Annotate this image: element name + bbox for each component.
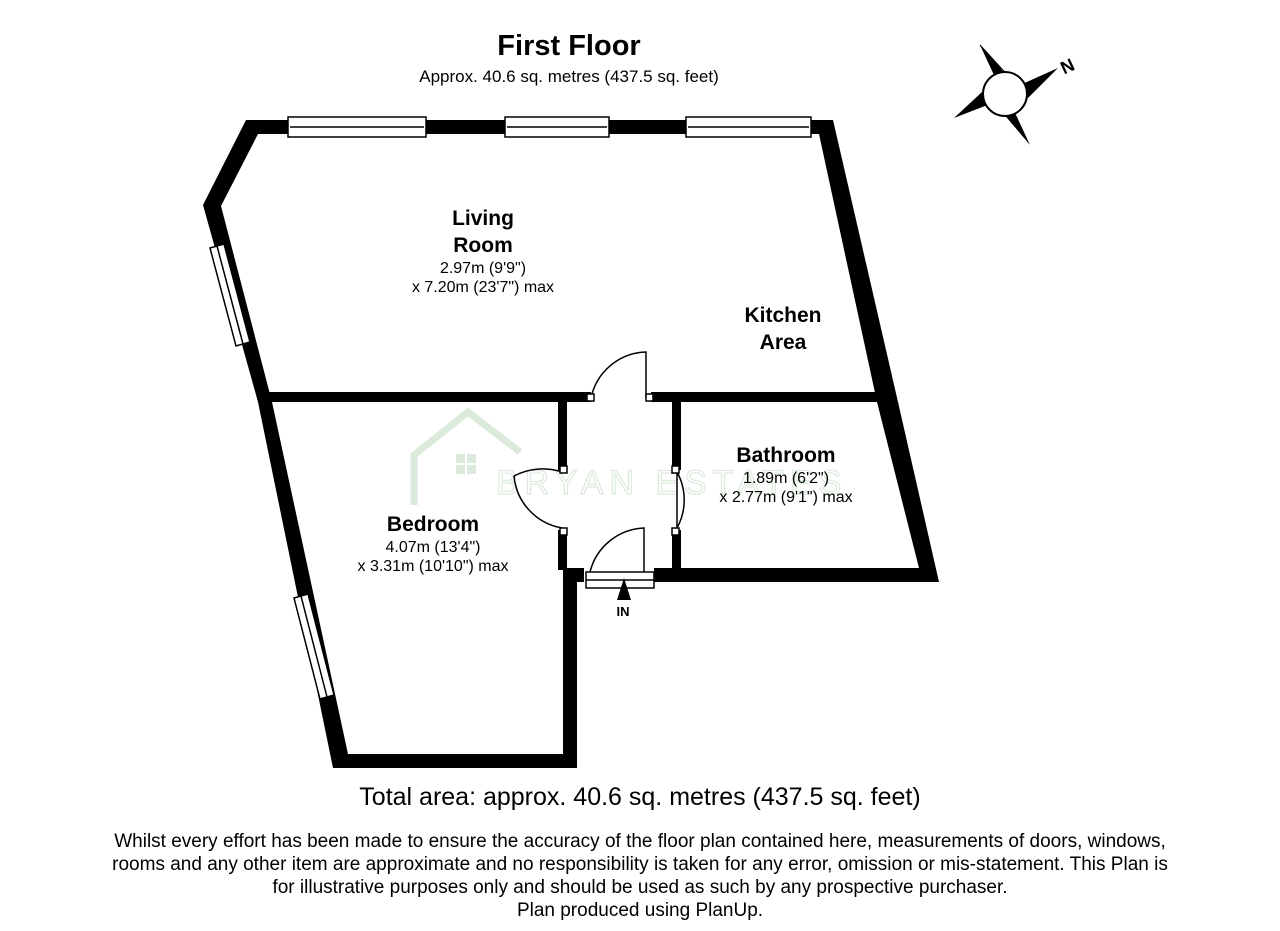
disclaimer-line-4: Plan produced using PlanUp. xyxy=(516,900,764,921)
kitchen-label: Kitchen Area xyxy=(744,302,821,356)
bedroom-dim-1: 4.07m (13'4") xyxy=(385,539,481,556)
watermark: BRYAN ESTATES xyxy=(410,407,842,505)
compass-rose-icon: N xyxy=(954,44,1078,145)
hall-wall-left-lower xyxy=(558,530,567,570)
disclaimer: Whilst every effort has been made to ens… xyxy=(5,830,1275,922)
living-room-dim-2: x 7.20m (23'7") max xyxy=(411,279,555,296)
total-area: Total area: approx. 40.6 sq. metres (437… xyxy=(359,783,921,811)
plan-subtitle: Approx. 40.6 sq. metres (437.5 sq. feet) xyxy=(419,67,719,86)
disclaimer-line-2: rooms and any other item are approximate… xyxy=(112,854,1168,875)
interior-wall-living-bedroom xyxy=(258,392,591,402)
hall-wall-right-lower xyxy=(672,530,681,570)
entrance-arrow-icon xyxy=(617,578,631,600)
door-bathroom xyxy=(676,471,685,529)
compass-north-label: N xyxy=(1057,55,1077,79)
living-room-name-1: Living xyxy=(452,207,514,230)
bedroom-name: Bedroom xyxy=(386,513,480,536)
living-room-label: Living Room 2.97m (9'9") x 7.20m (23'7")… xyxy=(412,205,554,297)
disclaimer-line-1: Whilst every effort has been made to ens… xyxy=(114,831,1166,852)
living-room-name-2: Room xyxy=(453,234,513,257)
exterior-walls xyxy=(203,120,939,768)
bathroom-dim-1: 1.89m (6'2") xyxy=(742,470,830,487)
bedroom-dim-2: x 3.31m (10'10") max xyxy=(357,558,509,575)
door-entrance xyxy=(589,527,645,573)
disclaimer-line-3: for illustrative purposes only and shoul… xyxy=(272,877,1008,898)
door-bedroom xyxy=(513,468,563,529)
bathroom-label: Bathroom 1.89m (6'2") x 2.77m (9'1") max xyxy=(719,442,852,507)
windows xyxy=(209,116,812,700)
hall-wall-right-upper xyxy=(672,402,681,470)
hall-wall-left-upper xyxy=(558,402,567,470)
door-living xyxy=(590,351,647,399)
kitchen-name-1: Kitchen xyxy=(744,304,822,327)
kitchen-name-2: Area xyxy=(759,331,807,354)
interior-wall-kitchen-bathroom xyxy=(651,392,891,402)
watermark-house-icon xyxy=(410,407,523,505)
bathroom-dim-2: x 2.77m (9'1") max xyxy=(719,489,853,506)
doors xyxy=(513,351,685,589)
living-room-dim-1: 2.97m (9'9") xyxy=(439,260,527,277)
bathroom-name: Bathroom xyxy=(736,444,836,467)
plan-title: First Floor xyxy=(497,30,641,62)
bedroom-label: Bedroom 4.07m (13'4") x 3.31m (10'10") m… xyxy=(357,511,508,576)
entrance-label: IN xyxy=(616,604,630,619)
